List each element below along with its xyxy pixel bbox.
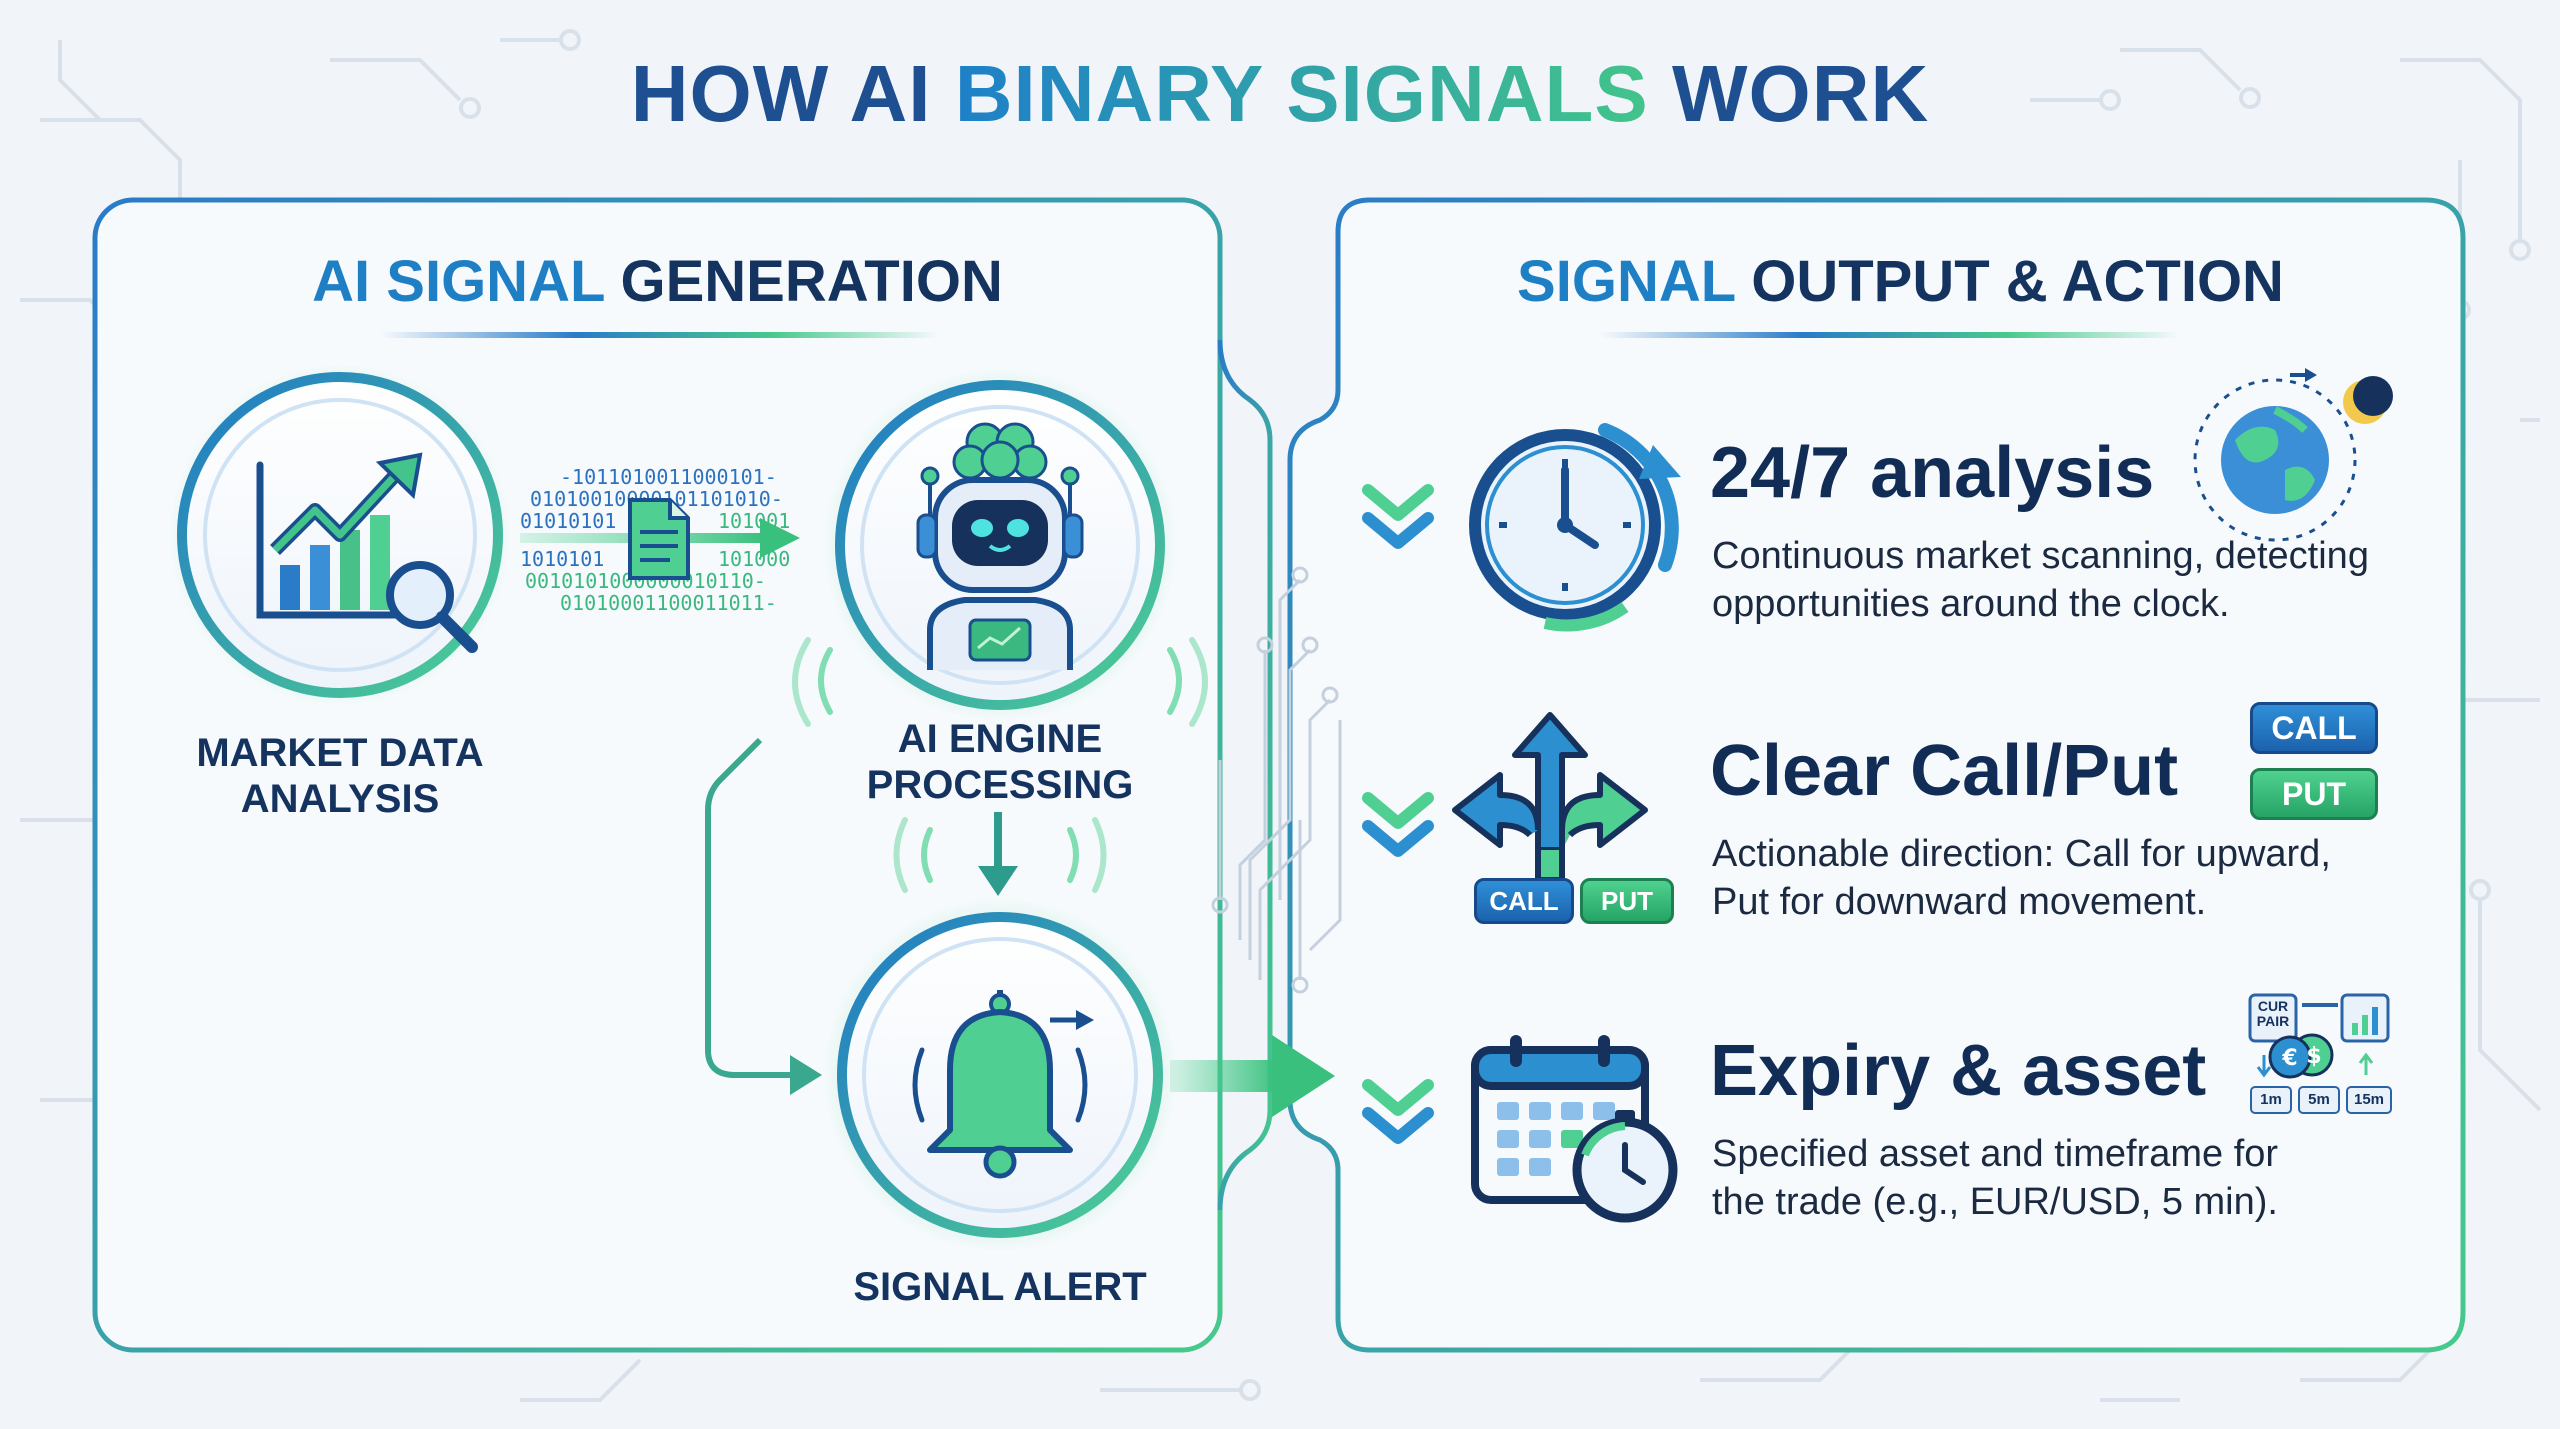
timeframe-chip: 15m [2346, 1086, 2392, 1114]
right-title-underline [1600, 332, 2180, 338]
feature-title: Clear Call/Put [1710, 731, 2179, 811]
robot-icon [916, 422, 1084, 670]
euro-sign-icon: € [2281, 1046, 2297, 1071]
check-chevron-icon [1362, 484, 1434, 549]
signal-alert-label: SIGNAL ALERT [853, 1265, 1147, 1309]
ai-engine-label: AI ENGINE PROCESSING [866, 717, 1134, 807]
feature-description: Continuous market scanning, detecting op… [1712, 535, 2369, 625]
down-arrow [978, 812, 1018, 896]
check-chevron-icon [1362, 1079, 1434, 1144]
globe-icon [2193, 368, 2393, 542]
bell-icon [912, 990, 1094, 1179]
feature-description: Specified asset and timeframe for the tr… [1712, 1133, 2279, 1223]
binary-line: 01010001100011011- [560, 591, 777, 615]
right-panel-title: SIGNAL OUTPUT & ACTION [1517, 249, 2284, 314]
feature-title: 24/7 analysis [1710, 433, 2155, 513]
connector-circuit [1211, 566, 1342, 994]
chart-magnifier-icon [256, 452, 478, 653]
page-title: HOW AI BINARY SIGNALS WORK [630, 49, 1930, 138]
timeframe-chip: 1m [2250, 1086, 2292, 1114]
feature-description: Actionable direction: Call for upward, P… [1712, 833, 2331, 923]
output-arrow [1170, 1035, 1335, 1117]
market-data-label: MARKET DATA ANALYSIS [196, 731, 484, 821]
currency-pair-icon: € $ [2248, 993, 2390, 1079]
clock-icon [1469, 423, 1681, 632]
binary-line: -1011010011000101- [560, 465, 777, 489]
feature-title: Expiry & asset [1710, 1031, 2207, 1111]
direction-arrows-icon [1452, 712, 1648, 883]
binary-line: 101000 [718, 547, 790, 571]
calendar-stopwatch-icon [1471, 1035, 1678, 1223]
feedback-arrow [705, 737, 822, 1095]
call-tag: CALL [1474, 878, 1574, 924]
timeframe-chip: 5m [2298, 1086, 2340, 1114]
signal-waves-icon [792, 637, 1208, 893]
put-tag: PUT [2250, 768, 2378, 820]
put-tag: PUT [1580, 878, 1674, 924]
dollar-sign-icon: $ [2306, 1044, 2321, 1069]
currency-pair-label: CUR PAIR [2256, 998, 2290, 1029]
binary-line: 1010101 [520, 547, 604, 571]
binary-data-stream: -1011010011000101- 01010010000101101010-… [520, 465, 790, 615]
call-tag: CALL [2250, 702, 2378, 754]
left-panel-title: AI SIGNAL GENERATION [312, 249, 1003, 314]
panel-connector [1217, 339, 1273, 1211]
check-chevron-icon [1362, 792, 1434, 857]
document-icon [628, 498, 690, 580]
left-title-underline [380, 332, 940, 338]
binary-line: 01010101 [520, 509, 616, 533]
